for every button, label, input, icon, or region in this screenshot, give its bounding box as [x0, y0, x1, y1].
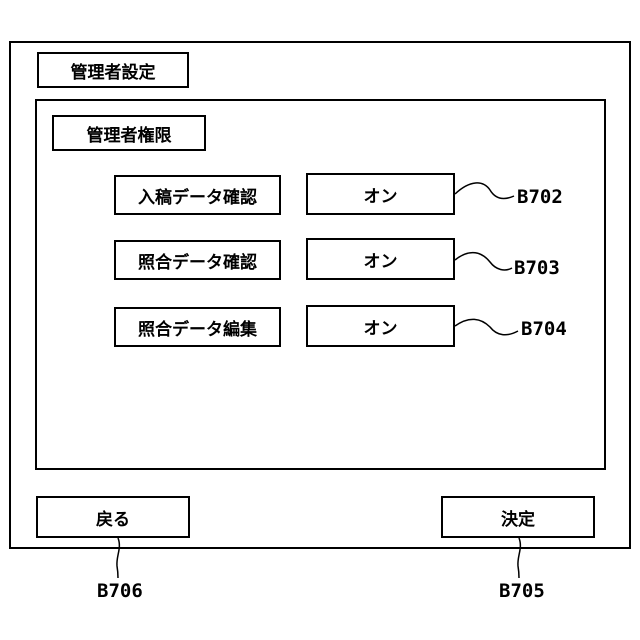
ref-label-b702: B702 — [517, 186, 563, 208]
ref-label-b706: B706 — [97, 580, 143, 602]
confirm-button[interactable]: 決定 — [441, 496, 595, 538]
setting-label-match-check: 照合データ確認 — [114, 240, 281, 280]
ref-label-b705: B705 — [499, 580, 545, 602]
ref-label-b704: B704 — [521, 318, 567, 340]
setting-toggle-match-edit[interactable]: オン — [306, 305, 455, 347]
ref-label-b703: B703 — [514, 257, 560, 279]
panel-title: 管理者権限 — [52, 115, 206, 151]
permissions-panel — [35, 99, 606, 470]
setting-label-draft-check: 入稿データ確認 — [114, 175, 281, 215]
setting-toggle-draft-check[interactable]: オン — [306, 173, 455, 215]
setting-toggle-match-check[interactable]: オン — [306, 238, 455, 280]
window-title: 管理者設定 — [37, 52, 189, 88]
back-button[interactable]: 戻る — [36, 496, 190, 538]
setting-label-match-edit: 照合データ編集 — [114, 307, 281, 347]
